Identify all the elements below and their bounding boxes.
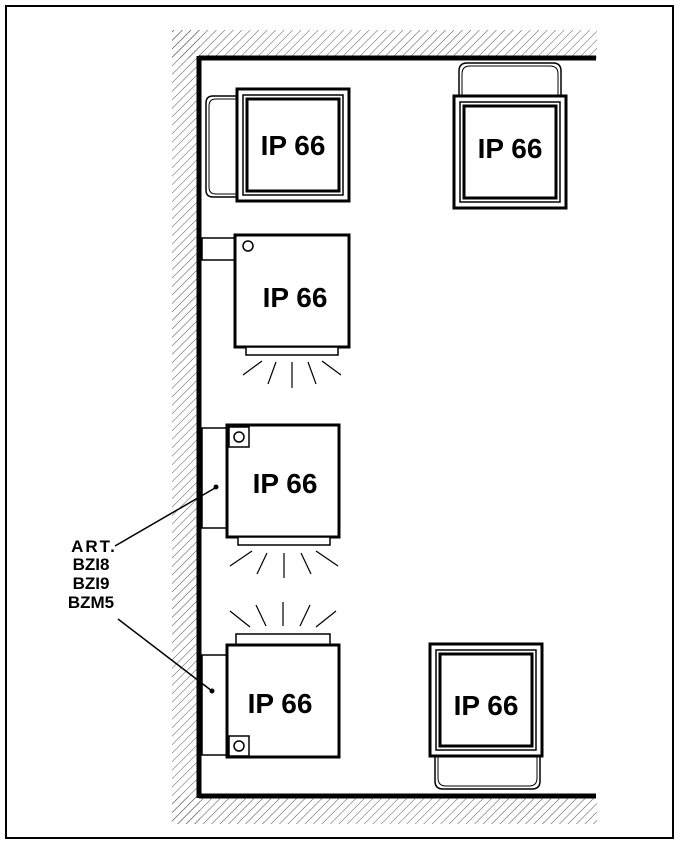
lens	[237, 536, 331, 546]
callout-leaders	[114, 487, 216, 692]
wall-mount	[201, 654, 229, 756]
ip-rating-label: IP 66	[263, 282, 328, 313]
fixture-unit-5: IP 66	[201, 602, 341, 759]
mounting-bracket	[205, 95, 237, 198]
fixture-unit-6: IP 66	[428, 642, 544, 790]
light-rays	[242, 360, 342, 388]
callout-line-art: ART.	[71, 537, 117, 556]
mounting-bracket	[434, 756, 541, 790]
lens	[235, 633, 331, 646]
ip-rating-label: IP 66	[253, 468, 318, 499]
wall-mount	[201, 427, 229, 529]
ip-rating-label: IP 66	[454, 690, 519, 721]
lens	[245, 346, 339, 356]
fixture-unit-2: IP 66	[452, 62, 568, 210]
fixture-unit-4: IP 66	[201, 423, 341, 578]
fixture-unit-1: IP 66	[205, 87, 351, 203]
callout-line-bzi9: BZI9	[73, 574, 110, 593]
wall-hatching	[172, 30, 597, 824]
fixture-unit-3: IP 66	[201, 233, 351, 388]
wall-mount	[201, 237, 237, 261]
callout-line-bzm5: BZM5	[68, 593, 114, 612]
ip-rating-label: IP 66	[261, 130, 326, 161]
callout-line-bzi8: BZI8	[73, 555, 110, 574]
room-walls	[196, 55, 596, 799]
outer-frame	[5, 5, 674, 839]
mounting-bracket	[458, 62, 562, 97]
ip-rating-label: IP 66	[248, 688, 313, 719]
light-rays	[229, 602, 337, 628]
ip-rating-label: IP 66	[478, 133, 543, 164]
article-callout: ART. BZI8 BZI9 BZM5	[68, 537, 117, 612]
light-rays	[229, 550, 339, 578]
